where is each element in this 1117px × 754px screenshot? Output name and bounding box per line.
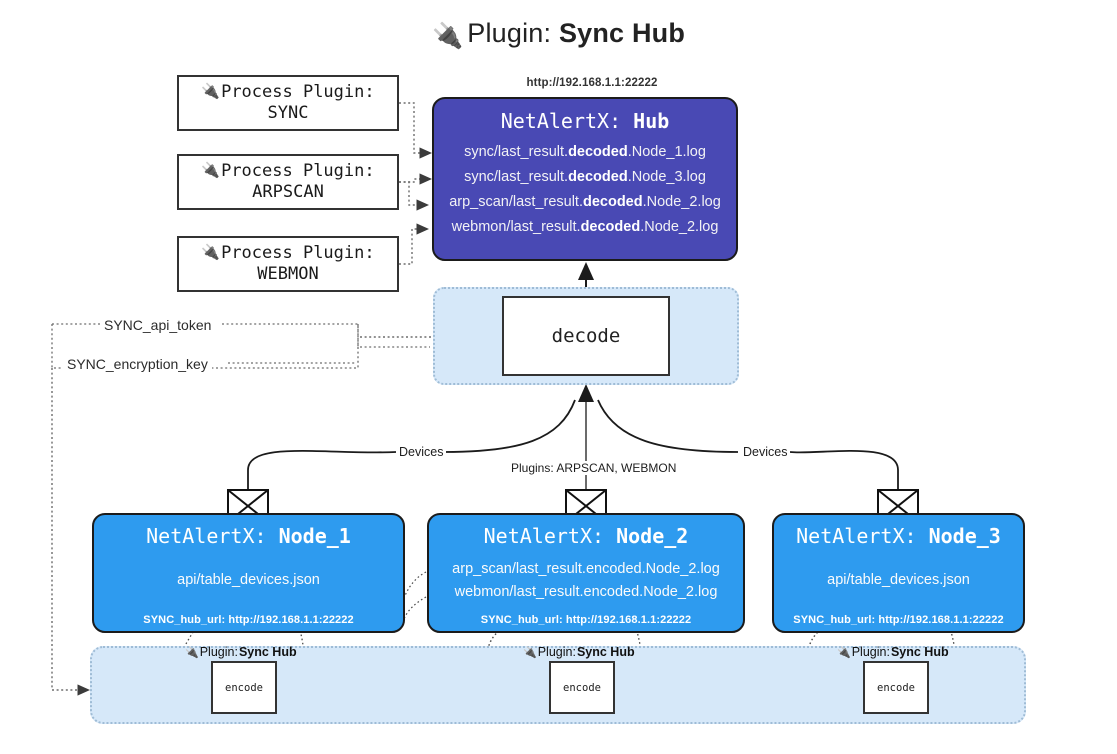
process-plugin-box-webmon[interactable]: 🔌Process Plugin: WEBMON — [177, 236, 399, 292]
plug-icon: 🔌 — [523, 646, 537, 659]
plugin-label-sync-hub: 🔌Plugin: Sync Hub — [185, 645, 297, 659]
node-hub-url: SYNC_hub_url: http://192.168.1.1:22222 — [143, 614, 354, 626]
node-line: api/table_devices.json — [177, 572, 320, 589]
node-hub-url: SYNC_hub_url: http://192.168.1.1:22222 — [793, 614, 1004, 626]
page-title: 🔌Plugin: Sync Hub — [0, 18, 1117, 50]
hub-url-label: http://192.168.1.1:22222 — [526, 77, 658, 89]
hub-log-line: webmon/last_result.decoded.Node_2.log — [451, 218, 719, 235]
process-plugin-box-arpscan[interactable]: 🔌Process Plugin: ARPSCAN — [177, 154, 399, 210]
node-box-node-1[interactable]: NetAlertX: Node_1 api/table_devices.json… — [92, 513, 405, 633]
process-plugin-name: ARPSCAN — [252, 182, 324, 202]
node-box-node-2[interactable]: NetAlertX: Node_2 arp_scan/last_result.e… — [427, 513, 745, 633]
node-line: arp_scan/last_result.encoded.Node_2.log — [452, 560, 720, 577]
decode-box[interactable]: decode — [502, 296, 670, 376]
process-plugin-label: Process Plugin: — [221, 82, 375, 103]
edge-label-devices-left: Devices — [396, 445, 447, 459]
hub-title-prefix: NetAlertX: — [500, 109, 634, 133]
node-title: NetAlertX: Node_1 — [146, 524, 351, 548]
page-title-prefix: Plugin: — [467, 18, 559, 48]
plug-icon: 🔌 — [185, 646, 199, 659]
plugin-label-sync-hub: 🔌Plugin: Sync Hub — [837, 645, 949, 659]
encode-box[interactable]: encode — [211, 661, 277, 714]
node-box-node-3[interactable]: NetAlertX: Node_3 api/table_devices.json… — [772, 513, 1025, 633]
plugin-label-sync-hub: 🔌Plugin: Sync Hub — [523, 645, 635, 659]
encode-box[interactable]: encode — [549, 661, 615, 714]
plug-icon: 🔌 — [201, 162, 221, 180]
process-plugin-box-sync[interactable]: 🔌Process Plugin: SYNC — [177, 75, 399, 131]
sync-encryption-key-label: SYNC_encryption_key — [63, 356, 212, 372]
edge-label-devices-right: Devices — [740, 445, 791, 459]
hub-node-box[interactable]: NetAlertX: Hub sync/last_result.decoded.… — [432, 97, 738, 261]
sync-api-token-label: SYNC_api_token — [100, 317, 216, 333]
process-plugin-label: Process Plugin: — [221, 161, 375, 182]
node-line: webmon/last_result.encoded.Node_2.log — [454, 584, 718, 600]
node-line: api/table_devices.json — [827, 572, 970, 589]
plug-icon: 🔌 — [201, 83, 221, 101]
hub-title: NetAlertX: Hub — [501, 109, 670, 133]
hub-title-name: Hub — [633, 109, 670, 133]
hub-log-line: sync/last_result.decoded.Node_1.log — [464, 144, 706, 160]
page-title-name: Sync Hub — [558, 18, 686, 48]
node-hub-url: SYNC_hub_url: http://192.168.1.1:22222 — [480, 614, 692, 626]
process-plugin-label: Process Plugin: — [221, 243, 375, 264]
process-plugin-name: SYNC — [267, 103, 309, 123]
node-title: NetAlertX: Node_2 — [483, 524, 689, 548]
process-plugin-name: WEBMON — [257, 264, 319, 284]
edge-label-plugins: Plugins: ARPSCAN, WEBMON — [508, 461, 680, 475]
node-title: NetAlertX: Node_3 — [796, 524, 1001, 548]
encode-box[interactable]: encode — [863, 661, 929, 714]
plug-icon: 🔌 — [837, 646, 851, 659]
plug-icon: 🔌 — [431, 22, 464, 50]
hub-log-line: arp_scan/last_result.decoded.Node_2.log — [449, 193, 721, 210]
plug-icon: 🔌 — [201, 244, 221, 262]
hub-log-line: sync/last_result.decoded.Node_3.log — [464, 168, 706, 185]
